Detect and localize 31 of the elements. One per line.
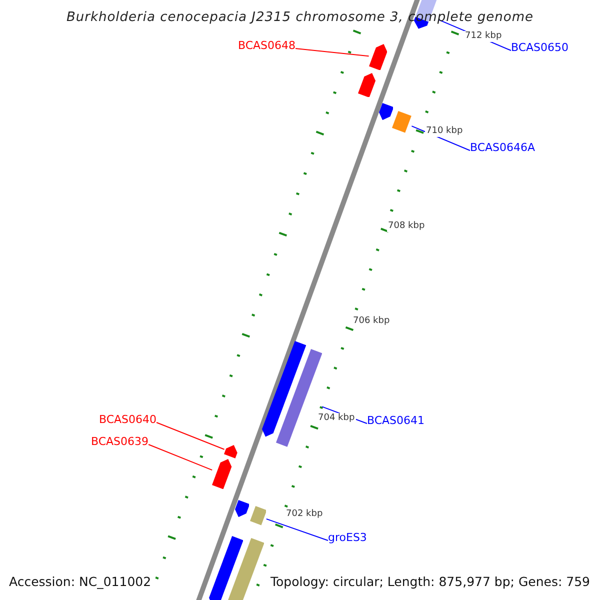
gene-segment <box>224 445 238 459</box>
gene-label: BCAS0639 <box>91 436 149 447</box>
gene-label: groES3 <box>328 532 367 543</box>
gene-segment <box>262 341 306 437</box>
gene-segment <box>250 506 266 526</box>
title: Burkholderia cenocepacia J2315 chromosome 3, complete genome <box>65 11 535 24</box>
gene-label: BCAS0641 <box>367 415 425 426</box>
gene-segment <box>358 72 376 98</box>
gene-segment <box>234 500 250 518</box>
scale-label: 708 kbp <box>387 221 426 232</box>
leader-line <box>156 422 225 450</box>
gene-segment <box>392 111 412 133</box>
gene-segment <box>212 458 232 490</box>
gene-label: BCAS0648 <box>238 40 296 51</box>
scale-label: 704 kbp <box>317 413 356 424</box>
gene-label: BCAS0640 <box>99 414 157 425</box>
scale-label: 710 kbp <box>425 126 464 137</box>
genome-info-text: Topology: circular; Length: 875,977 bp; Genes: 759 <box>270 576 590 588</box>
gene-label: BCAS0646A <box>470 142 536 153</box>
scale-label: 712 kbp <box>464 31 503 42</box>
gene-label: BCAS0650 <box>511 42 569 53</box>
leader-line <box>295 48 370 57</box>
scale-label: 706 kbp <box>352 316 391 327</box>
scale-label: 702 kbp <box>285 509 324 520</box>
accession-text: Accession: NC_011002 <box>9 576 152 588</box>
gene-segment <box>208 536 244 600</box>
leader-line <box>148 444 213 471</box>
gene-segment <box>226 538 264 600</box>
gene-segment <box>368 44 388 70</box>
gene-segment <box>378 103 394 120</box>
leader-line <box>266 518 328 541</box>
